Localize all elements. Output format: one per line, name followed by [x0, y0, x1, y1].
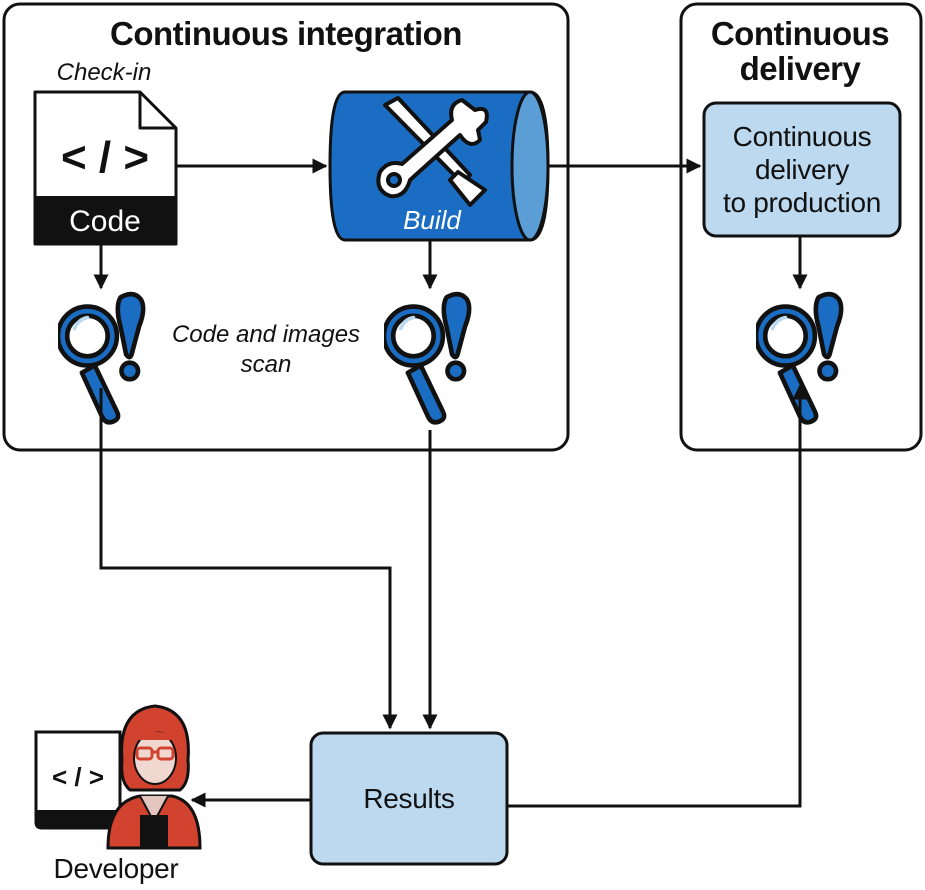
code-file-icon: < / > Code	[33, 90, 178, 246]
build-label: Build	[403, 205, 462, 235]
developer-avatar-icon: < / >	[34, 704, 202, 850]
cd-title-line1: Continuous	[711, 15, 889, 52]
build-cylinder: Build	[328, 90, 550, 242]
arrow-code-scan-to-results	[99, 388, 398, 730]
developer-code-symbol: < / >	[52, 762, 104, 792]
results-label: Results	[363, 783, 454, 814]
code-label: Code	[69, 205, 141, 238]
cd-box-line2: delivery	[755, 154, 849, 185]
check-in-label: Check-in	[57, 59, 152, 86]
arrow-results-to-cd-scan	[507, 384, 808, 808]
cd-production-box	[702, 101, 902, 238]
cd-title-line2: delivery	[740, 50, 862, 87]
scan-label-line1: Code and images	[172, 321, 360, 348]
code-file-symbol: < / >	[61, 133, 149, 182]
scan-label-line2: scan	[241, 351, 292, 378]
cd-box-line1: Continuous	[733, 121, 872, 152]
developer-label: Developer	[54, 853, 179, 884]
cd-box-line3: to production	[723, 187, 881, 218]
ci-title: Continuous integration	[110, 15, 462, 52]
wrench-screwdriver-icon	[376, 96, 489, 207]
connectors	[93, 158, 808, 808]
